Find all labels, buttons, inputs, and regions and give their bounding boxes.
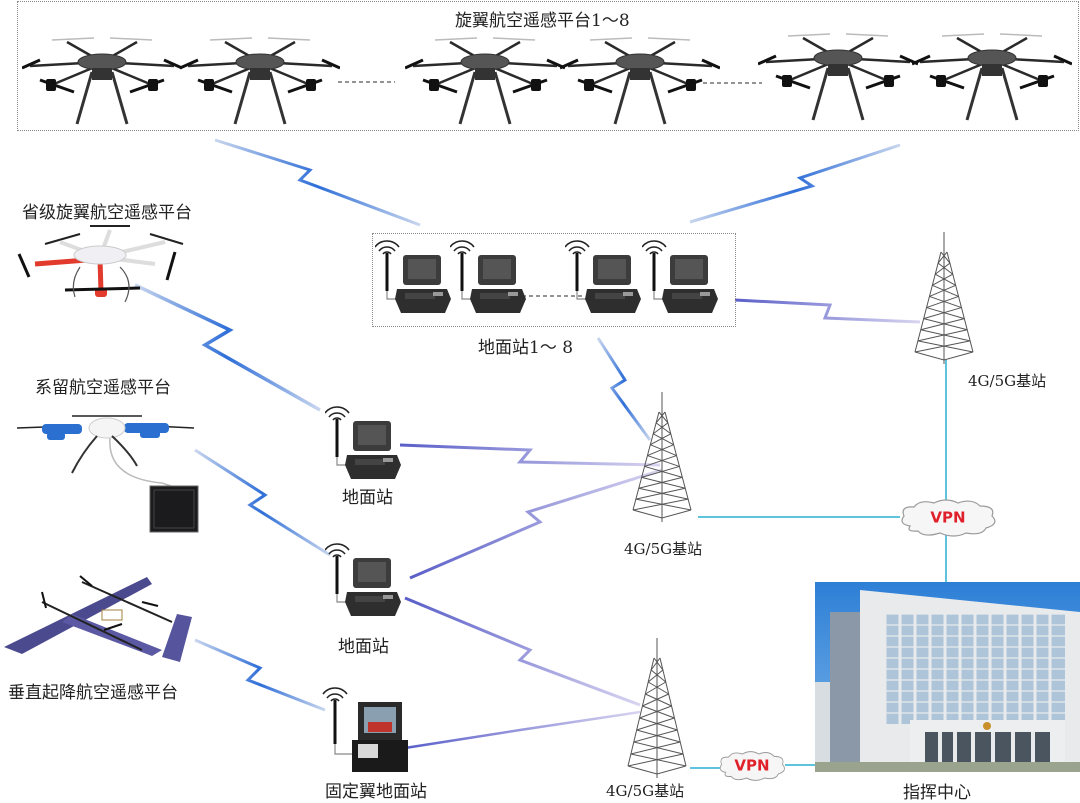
wireless-link-gs-group-tower [596,337,652,441]
wireless-link-gs2-tower [409,468,663,580]
command-center-building [815,582,1080,772]
ground-station-group-unit-3 [564,237,645,321]
base-station-tower-top [912,232,976,368]
base-station-tower-middle [630,392,694,526]
vpn-cloud-right: VPN [896,498,1000,538]
wireless-link-gs3-tower2 [404,710,641,750]
ground-stations-group [372,233,736,327]
rotor-platforms-label: 旋翼航空遥感平台1～8 [455,11,630,31]
ground-station-1-label: 地面站 [342,488,393,508]
vpn-right-label: VPN [930,508,966,527]
base-station-tower-bottom [625,638,689,782]
cloud-icon [901,499,996,537]
wireless-link-vtol [194,638,326,712]
base-station-middle-label: 4G/5G基站 [624,540,703,558]
base-station-top-label: 4G/5G基站 [968,372,1047,390]
vpn-cloud-bottom: VPN [716,750,788,782]
tethered-platform-label: 系留航空遥感平台 [35,378,171,398]
ground-stations-group-label: 地面站1～ 8 [478,338,574,358]
provincial-platform-label: 省级旋翼航空遥感平台 [22,203,192,223]
vtol-platform-label: 垂直起降航空遥感平台 [8,683,178,703]
ground-station-2 [324,540,405,624]
fixed-wing-ground-station-label: 固定翼地面站 [325,782,427,802]
tethered-drone [12,408,202,538]
rotor-drone-2 [179,32,341,131]
fixed-wing-ground-station [322,682,412,777]
ground-station-2-label: 地面站 [338,637,389,657]
wireless-link-gs1-tower [399,443,661,467]
wireless-link-provincial [134,283,321,412]
wireless-link-gs2-tower2 [404,596,641,707]
ground-station-group-unit-2 [449,237,530,321]
wireless-link-drones-right [689,143,901,224]
wireless-link-drones-left [214,138,421,227]
cloud-icon [719,751,785,781]
ground-station-group-unit-1 [374,237,455,321]
provincial-rotor-drone [15,222,185,312]
wireless-link-tethered [194,448,331,557]
rotor-drone-6 [911,28,1073,127]
ground-station-group-unit-4 [641,237,722,321]
rotor-drone-5 [757,28,919,127]
base-station-bottom-label: 4G/5G基站 [606,782,685,800]
vtol-fixed-wing-drone [2,572,197,667]
rotor-drone-1 [21,32,183,131]
vpn-bottom-label: VPN [734,756,770,775]
wireless-link-gs-group-tower-top [734,298,921,324]
rotor-platforms-group [17,1,1079,131]
rotor-drone-4 [559,32,721,131]
ground-station-1 [324,403,405,487]
rotor-drone-3 [404,32,566,131]
command-center-label: 指挥中心 [903,783,971,803]
